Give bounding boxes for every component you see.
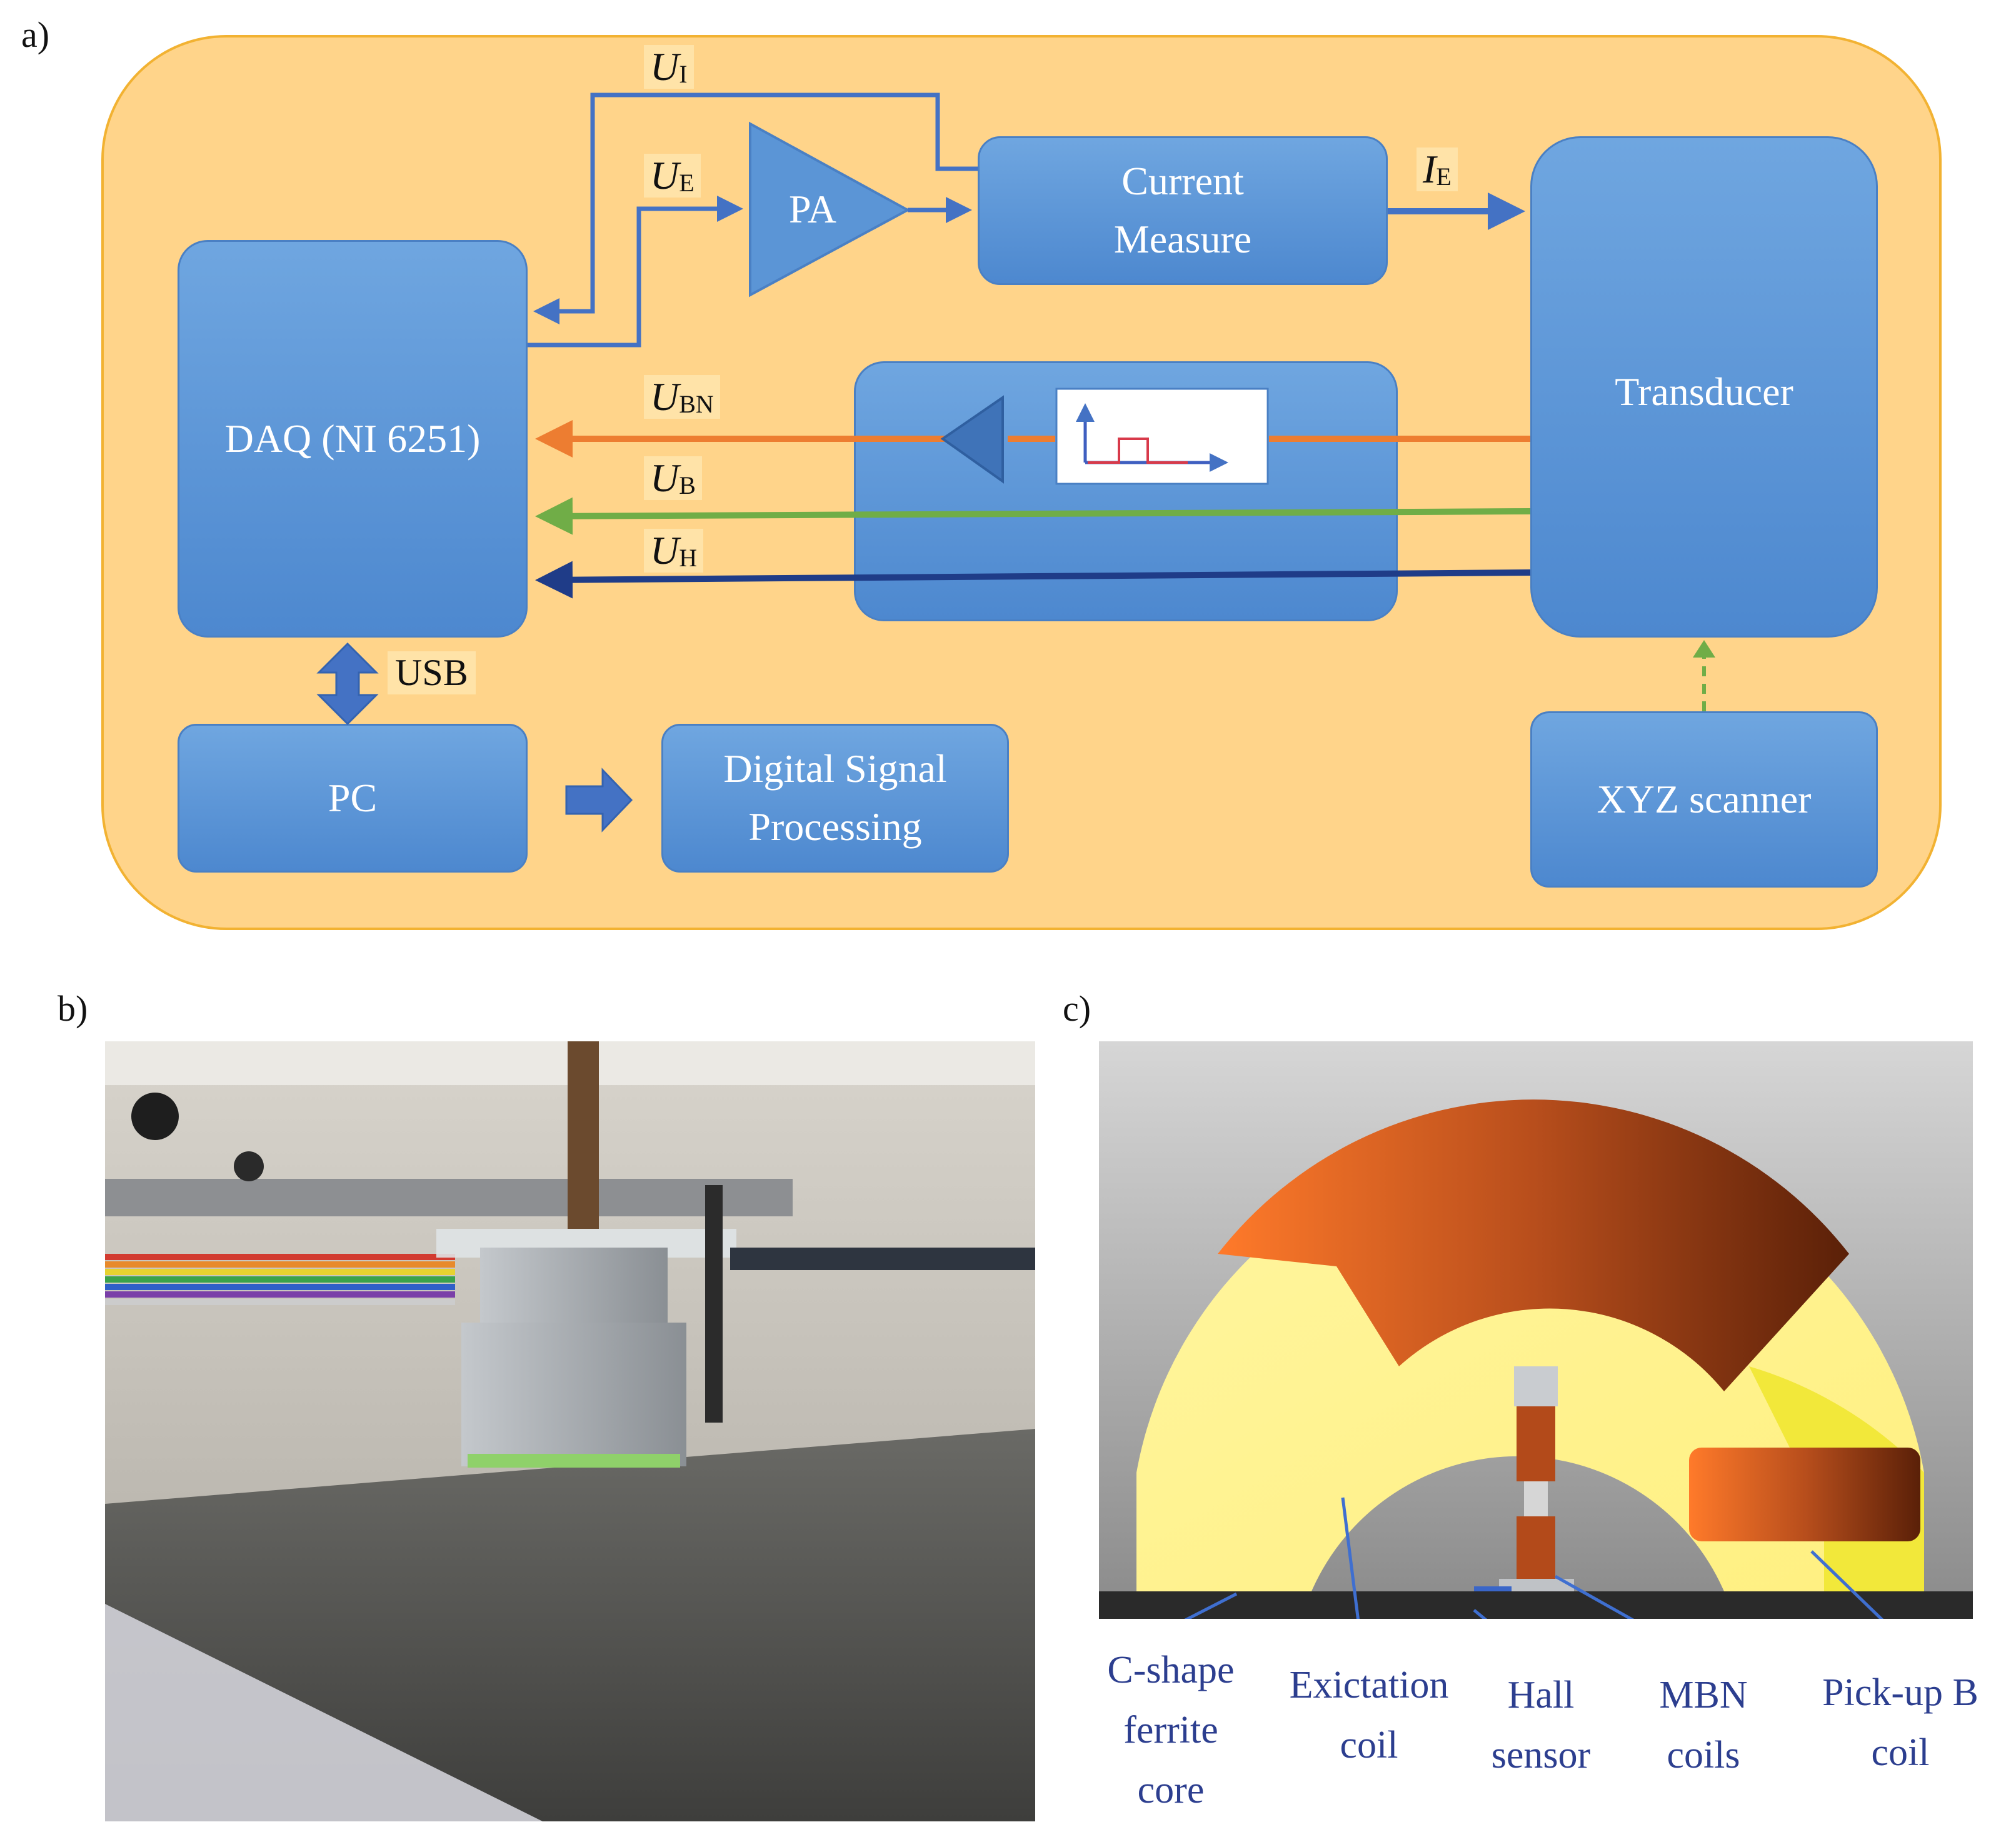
xyz-scanner-label: XYZ scanner [1597, 776, 1812, 821]
dsp-line1: Digital Signal [723, 746, 947, 791]
current-measure-line1: Current [1121, 159, 1244, 204]
label-hall-sensor: Hall sensor [1469, 1665, 1613, 1785]
usb-label: USB [388, 651, 476, 694]
pc-block: PC [178, 724, 528, 873]
transducer-block: Transducer [1530, 136, 1878, 638]
ub-line [535, 497, 1531, 535]
xyz-scanner-block: XYZ scanner [1530, 711, 1878, 888]
label-ferrite-core: C-shape ferrite core [1086, 1640, 1255, 1820]
signal-uh-main: U [650, 528, 680, 573]
power-amplifier: PA [749, 121, 911, 298]
label-ferrite-core-2: ferrite [1123, 1709, 1218, 1752]
ue-line [528, 196, 743, 348]
label-pickup-coil-2: coil [1871, 1731, 1930, 1774]
label-excitation-coil: Exictation coil [1269, 1655, 1469, 1775]
dsp-line2: Processing [748, 804, 922, 849]
setup-photo [105, 1041, 1035, 1821]
transducer-render [1099, 1041, 1973, 1619]
panel-a-label: a) [21, 14, 50, 55]
signal-ui: UI [644, 44, 694, 89]
signal-ue: UE [644, 153, 701, 198]
signal-ubn: UBN [644, 374, 720, 419]
label-excitation-coil-2: coil [1340, 1724, 1398, 1767]
current-measure-line2: Measure [1113, 217, 1252, 261]
label-pickup-coil: Pick-up B coil [1800, 1663, 2000, 1783]
uh-line [535, 561, 1531, 599]
ui-line [533, 93, 978, 324]
daq-block: DAQ (NI 6251) [178, 240, 528, 638]
panel-b-label: b) [58, 988, 88, 1029]
signal-ue-sub: E [679, 169, 695, 197]
bandpass-filter-icon [1055, 388, 1269, 485]
label-pickup-coil-1: Pick-up B [1822, 1671, 1978, 1714]
daq-label: DAQ (NI 6251) [224, 416, 481, 461]
label-ferrite-core-3: core [1137, 1769, 1205, 1812]
signal-ui-main: U [650, 44, 680, 89]
signal-ub: UB [644, 456, 702, 501]
signal-ie-main: I [1423, 147, 1437, 191]
label-hall-sensor-2: sensor [1491, 1734, 1591, 1777]
signal-uh: UH [644, 528, 704, 573]
signal-ub-main: U [650, 456, 680, 500]
pc-label: PC [328, 775, 378, 820]
pa-label: PA [789, 187, 836, 231]
signal-uh-sub: H [679, 544, 698, 572]
label-ferrite-core-1: C-shape [1107, 1649, 1235, 1691]
signal-ie: IE [1417, 147, 1458, 192]
current-measure-block: Current Measure [978, 136, 1388, 285]
mbn-amplifier-icon [940, 395, 1004, 484]
usb-double-arrow [316, 642, 379, 726]
label-mbn-coils-2: coils [1667, 1734, 1740, 1777]
dsp-block: Digital Signal Processing [661, 724, 1009, 873]
panel-c-label: c) [1063, 988, 1091, 1029]
label-mbn-coils-1: MBN [1659, 1674, 1748, 1716]
xyz-arrowhead [1693, 640, 1715, 658]
pc-to-dsp-arrow [565, 768, 633, 833]
signal-ie-sub: E [1436, 163, 1452, 191]
signal-ue-main: U [650, 153, 680, 198]
transducer-label: Transducer [1615, 369, 1793, 414]
label-hall-sensor-1: Hall [1507, 1674, 1575, 1716]
signal-ub-sub: B [679, 471, 696, 499]
signal-ubn-main: U [650, 374, 680, 419]
signal-ubn-sub: BN [679, 390, 714, 418]
signal-ui-sub: I [679, 60, 688, 88]
label-mbn-coils: MBN coils [1632, 1665, 1775, 1785]
label-excitation-coil-1: Exictation [1289, 1664, 1449, 1706]
